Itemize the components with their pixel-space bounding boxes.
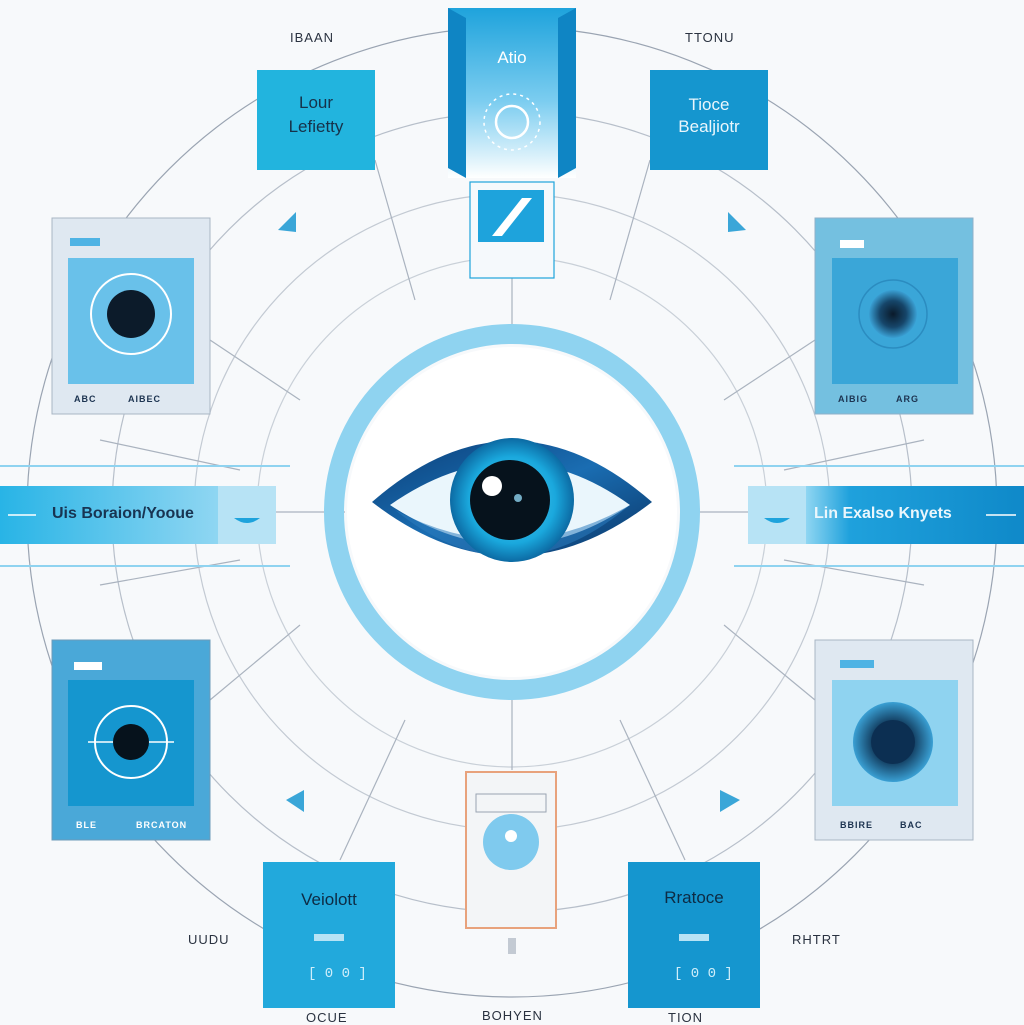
card-bottom-right[interactable]: [814, 639, 974, 841]
triangle-icon: [286, 790, 304, 812]
right-bar-label: Lin Exalso Knyets: [814, 505, 952, 522]
drop-icon: [234, 518, 260, 523]
label-bottom-right-under: TION: [668, 1010, 704, 1025]
bottom-right-tile-title: Rratoce: [664, 888, 724, 907]
lens-icon: [869, 290, 917, 338]
card-top-right-footer-b: ARG: [896, 394, 919, 404]
top-right-tile-line2: Bealjiotr: [678, 117, 740, 136]
label-bottom-left: UUDU: [188, 932, 230, 947]
right-bar[interactable]: [734, 465, 1024, 567]
triangle-icon: [728, 212, 746, 232]
center-ring: [324, 324, 700, 700]
card-top-left-footer-b: AIBEC: [128, 394, 162, 404]
bottom-right-counter: [ 0 0 ]: [674, 966, 733, 982]
label-bottom-right: RHTRT: [792, 932, 841, 947]
card-top-left-footer-a: ABC: [74, 394, 97, 404]
card-bottom-right-footer-a: BBIRE: [840, 820, 874, 830]
label-top-right: TTONU: [685, 30, 735, 45]
arrow-markers: [278, 212, 746, 812]
card-top-right[interactable]: [814, 217, 974, 415]
card-bottom-left-footer-b: BRCATON: [136, 820, 188, 830]
top-left-tile[interactable]: [257, 70, 375, 170]
label-top-left: IBAAN: [290, 30, 335, 45]
triangle-icon: [278, 212, 296, 232]
card-top-right-footer-a: AIBIG: [838, 394, 869, 404]
slash-icon: [492, 198, 532, 236]
bottom-left-tile-title: Veiolott: [301, 890, 357, 909]
label-bottom-center: BOHYEN: [482, 1008, 543, 1023]
card-bottom-left[interactable]: [51, 639, 211, 841]
triangle-icon: [720, 790, 740, 812]
bottom-center-panel[interactable]: [465, 771, 557, 954]
top-right-tile-line1: Tioce: [688, 95, 730, 114]
top-left-tile-line2: Lefietty: [288, 117, 344, 136]
left-bar[interactable]: [0, 465, 290, 567]
top-right-tile[interactable]: [650, 70, 768, 170]
lens-icon: [113, 724, 149, 760]
bottom-left-counter: [ 0 0 ]: [308, 966, 367, 982]
drop-icon: [764, 518, 790, 523]
top-center-title: Atio: [497, 48, 527, 67]
top-center-connector-box[interactable]: [469, 181, 555, 279]
card-bottom-right-footer-b: BAC: [900, 820, 923, 830]
eye-icon: [372, 438, 652, 562]
card-bottom-left-footer-a: BLE: [76, 820, 97, 830]
lens-icon: [107, 290, 155, 338]
top-center-panel[interactable]: [448, 8, 576, 178]
top-left-tile-line1: Lour: [298, 93, 334, 112]
left-bar-label: Uis Boraion/Yooue: [52, 505, 194, 522]
card-top-left[interactable]: [51, 217, 211, 415]
label-bottom-left-under: OCUE: [306, 1010, 348, 1025]
